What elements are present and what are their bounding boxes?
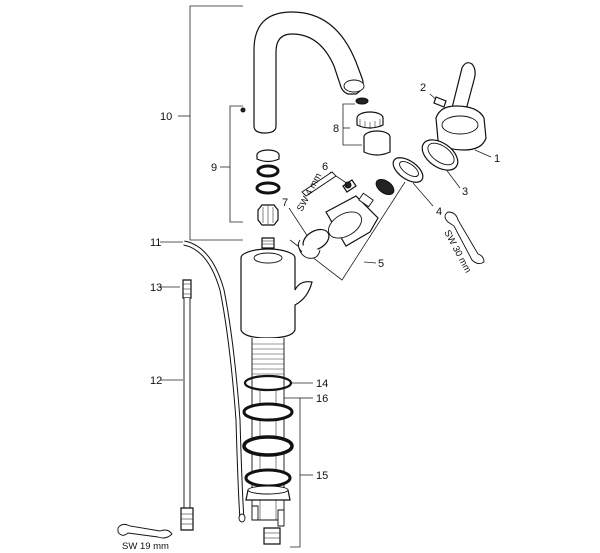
cover-ring-part-3 (421, 139, 459, 171)
mounting-set-part-15-16 (242, 402, 294, 545)
aerator-part-8 (355, 97, 391, 156)
callout-5: 5 (378, 258, 384, 270)
callout-7: 7 (282, 197, 288, 209)
callout-16: 16 (316, 393, 328, 405)
nut-part-4 (375, 157, 424, 196)
callout-2: 2 (420, 82, 426, 94)
callout-9: 9 (211, 162, 217, 174)
seal-kit-part-9 (240, 107, 281, 226)
o-ring-part-14 (243, 374, 293, 392)
callout-11: 11 (150, 237, 161, 249)
hose-part-11 (183, 240, 246, 523)
wrench-19-label: SW 19 mm (122, 541, 169, 552)
lever-handle-part-1 (435, 62, 487, 151)
callout-14: 14 (316, 378, 328, 390)
screw-part-2 (433, 96, 447, 108)
hex-key-part-6 (301, 171, 357, 197)
leader-lines (160, 5, 492, 548)
callout-1: 1 (494, 153, 500, 165)
callout-4: 4 (436, 206, 442, 218)
callout-10: 10 (160, 111, 172, 123)
spout-part-10 (253, 11, 365, 134)
clip-part-7 (297, 239, 321, 259)
valve-stem (261, 237, 275, 249)
wrench-30mm-icon (444, 211, 485, 265)
wrench-19mm-icon (117, 523, 173, 539)
callout-6: 6 (322, 161, 328, 173)
callout-13: 13 (150, 282, 162, 294)
callout-12: 12 (150, 375, 162, 387)
callout-8: 8 (333, 123, 339, 135)
cartridge-part-5 (302, 192, 379, 252)
callout-15: 15 (316, 470, 328, 482)
hex-key-label: SW 4 mm (295, 171, 324, 213)
flex-hose-part-12-13 (180, 279, 194, 531)
callout-3: 3 (462, 186, 468, 198)
